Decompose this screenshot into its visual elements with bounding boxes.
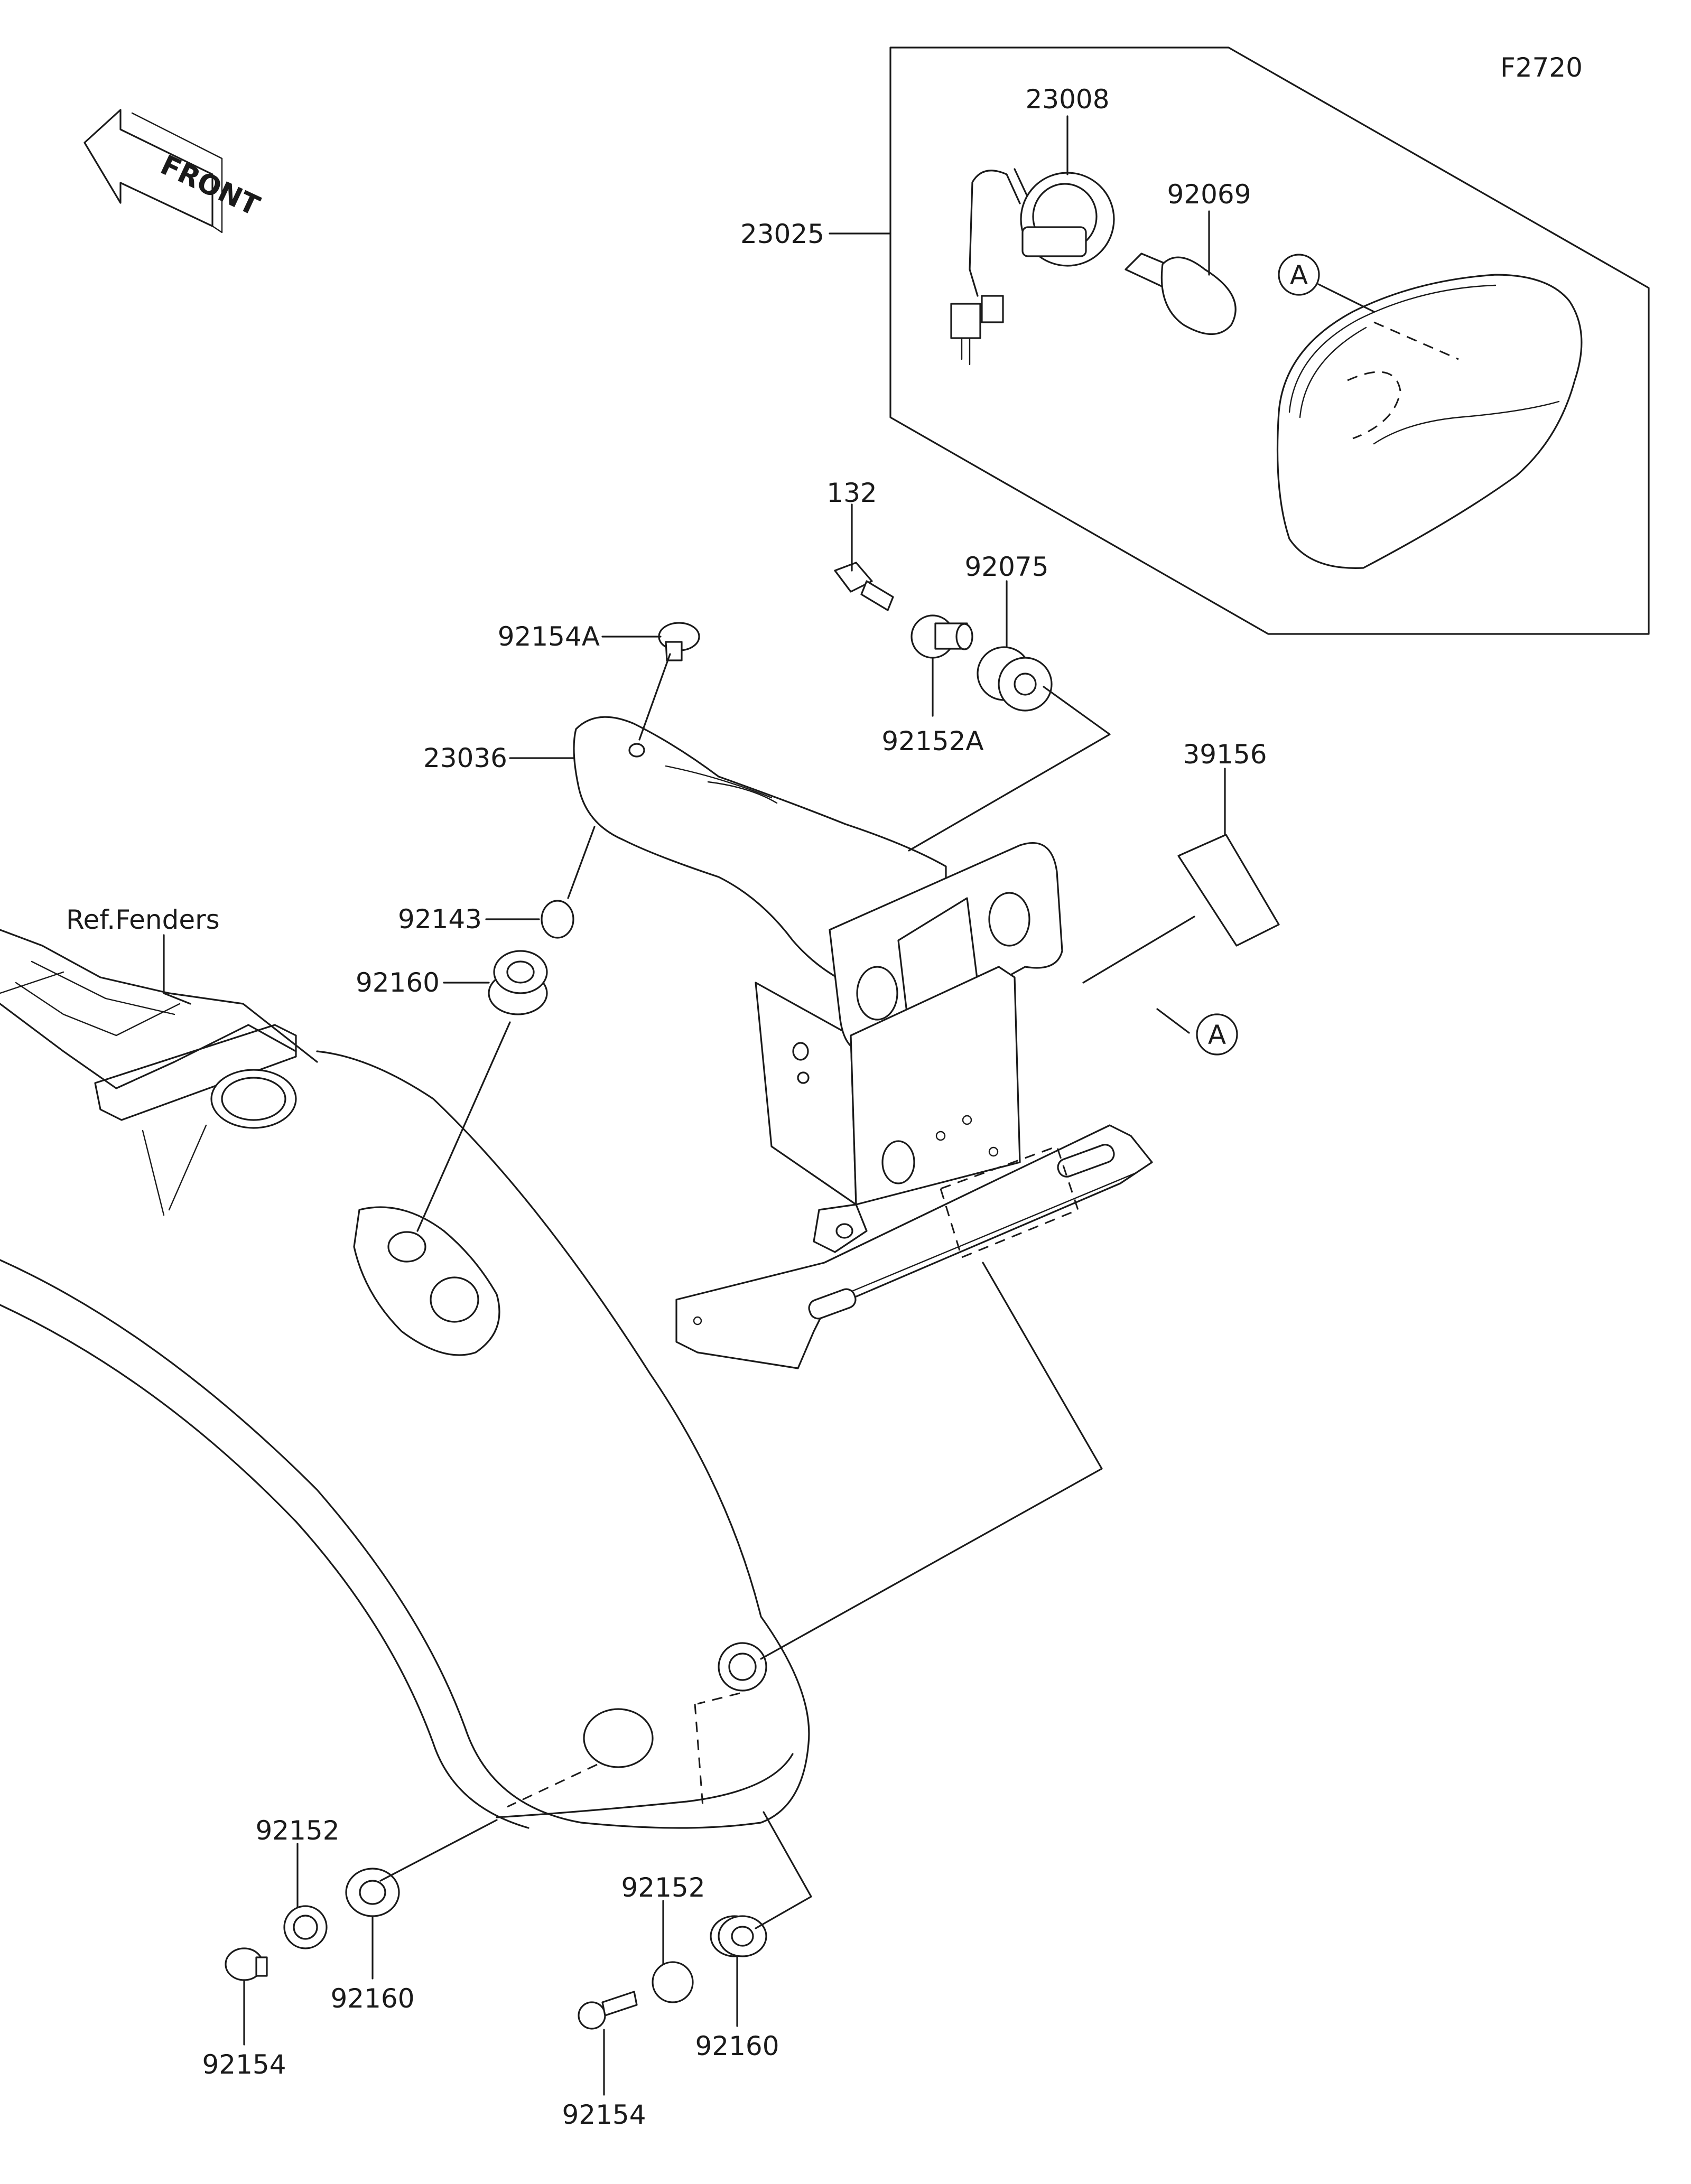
reflector-39156 [1177,834,1280,947]
socket-assembly-23025 [950,168,1115,366]
collar-92152-left [283,1905,328,1949]
leader-lines [163,115,1375,2096]
tail-lamp-inset [889,46,1650,635]
grommet-92075 [977,646,1053,712]
part-label-92154A: 92154A [498,621,600,652]
grommet-92160-left [345,1868,400,1917]
part-label-92154-right: 92154 [562,2099,646,2130]
bolt-92154-left [225,1947,268,1981]
bracket-23036 [573,716,1153,1369]
grommet-92160-top [488,950,548,1015]
svg-text:A: A [1290,260,1308,291]
callout-a-top: A [1278,254,1320,296]
svg-text:A: A [1208,1020,1226,1050]
part-label-92154-left: 92154 [202,2049,286,2080]
part-label-92160-right: 92160 [695,2031,779,2061]
bulb-92069 [1125,253,1237,335]
collar-92152A [910,614,973,659]
part-label-39156: 39156 [1183,739,1267,770]
frame-reference [0,929,318,1216]
bolt-132 [834,562,894,611]
part-label-92069: 92069 [1167,179,1251,210]
part-label-23008: 23008 [1025,84,1109,115]
collar-92152-right [652,1961,694,2003]
collar-92143 [541,900,574,939]
part-label-92160-top: 92160 [356,967,440,998]
part-label-92075: 92075 [964,552,1048,582]
rear-fender [0,1050,810,1829]
callout-a-bottom: A [1196,1013,1238,1056]
figure-code: F2720 [1500,52,1583,83]
front-arrow-icon: FRONT [83,109,264,234]
part-label-92152-left: 92152 [255,1815,339,1846]
part-label-92152A: 92152A [881,726,983,757]
part-label-92152-right: 92152 [621,1872,705,1903]
bolt-92154A [658,622,700,661]
ref-fenders-label: Ref.Fenders [66,904,220,935]
part-label-92160-left: 92160 [330,1983,414,2014]
tail-lamp-lens [1276,274,1583,569]
grommet-92160-right [710,1915,767,1957]
part-label-23025: 23025 [740,219,824,249]
bolt-92154-right [578,1991,638,2030]
part-label-23036: 23036 [423,743,507,773]
part-label-132: 132 [826,478,877,508]
part-label-92143: 92143 [398,904,482,935]
